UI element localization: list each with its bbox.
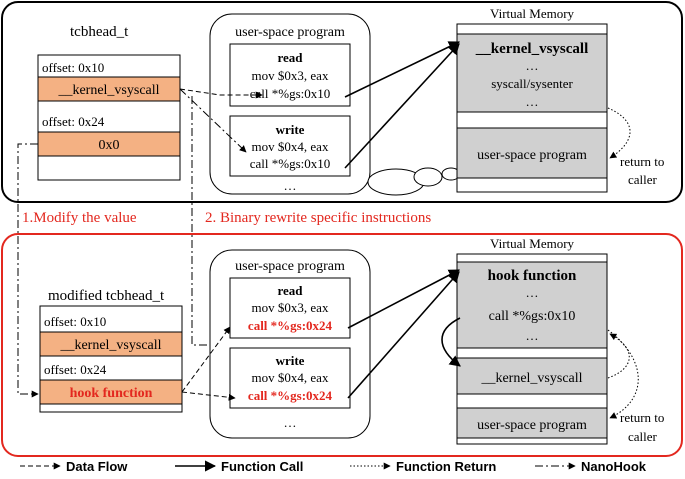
bottom-vm-call: call *%gs:0x10: [489, 309, 576, 324]
bottom-program-title: user-space program: [235, 259, 345, 274]
bottom-return-caller: [607, 329, 639, 419]
legend-function-call: Function Call: [221, 459, 303, 474]
bottom-call-write: [347, 271, 460, 399]
top-panel: [1, 1, 683, 203]
top-read-line1: mov $0x3, eax: [252, 68, 329, 83]
bottom-read-line2: call *%gs:0x24: [248, 318, 333, 333]
top-offset-2: offset: 0x24: [42, 114, 105, 129]
bottom-tcb-table: [39, 305, 183, 413]
step2-nanohook-arrow: [191, 96, 219, 349]
step1-nanohook-arrow: [17, 143, 39, 398]
top-call-read: [344, 41, 461, 98]
top-data-flow-read: [179, 88, 263, 99]
top-slot-value: 0x0: [99, 138, 120, 153]
bottom-offset-1: offset: 0x10: [44, 314, 106, 329]
step1-label: 1.Modify the value: [22, 210, 137, 226]
bottom-write-line2: call *%gs:0x24: [248, 388, 333, 403]
top-call-write: [344, 43, 460, 169]
bottom-slot-hook-function: hook function: [70, 386, 153, 401]
top-write-name: write: [276, 122, 305, 137]
top-tcb-title: tcbhead_t: [70, 24, 129, 40]
bottom-vm-program-label: user-space program: [477, 418, 587, 433]
top-write-line1: mov $0x4, eax: [252, 139, 329, 154]
top-vm-kernel-label: __kernel_vsyscall: [475, 41, 589, 57]
top-vm-dots-1: …: [526, 58, 539, 73]
bottom-read-name: read: [277, 283, 303, 298]
bottom-return-label-1: return to: [620, 410, 664, 425]
top-nanohook-write: [179, 88, 247, 153]
bottom-write-line1: mov $0x4, eax: [252, 370, 329, 385]
bottom-return-kernel: [607, 333, 630, 379]
top-return-label-1: return to: [620, 154, 664, 169]
top-offset-1: offset: 0x10: [42, 60, 104, 75]
bottom-write-name: write: [276, 353, 305, 368]
bottom-program-ellipsis: …: [284, 415, 297, 430]
top-tcb-table: [37, 54, 181, 181]
bottom-return-label-2: caller: [628, 429, 658, 444]
top-write-box: [229, 115, 351, 177]
bottom-slot-kernel-vsyscall: __kernel_vsyscall: [59, 338, 161, 353]
bottom-vm-hook-block: [456, 261, 608, 349]
top-vm-dots-2: …: [526, 94, 539, 109]
bottom-read-box: [229, 277, 351, 339]
bottom-vm-hook-label: hook function: [488, 268, 577, 284]
bottom-vm-dots-1: …: [526, 285, 539, 300]
bottom-offset-2: offset: 0x24: [44, 362, 107, 377]
top-read-line2: call *%gs:0x10: [250, 86, 331, 101]
top-read-box: [229, 43, 351, 107]
top-vm-title: Virtual Memory: [490, 6, 575, 21]
top-vm-program-block: [456, 127, 608, 179]
bottom-vm-kernel-block: [456, 357, 608, 395]
legend-nanohook: NanoHook: [581, 459, 647, 474]
top-vm-syscall: syscall/sysenter: [491, 76, 573, 91]
bottom-vm-title: Virtual Memory: [490, 236, 575, 251]
bottom-call-read: [347, 269, 460, 329]
bottom-data-flow-read: [181, 326, 231, 393]
top-program-ellipsis: …: [284, 178, 297, 193]
bottom-data-flow-write: [181, 391, 236, 401]
legend: Data Flow Function Call Function Return …: [20, 459, 647, 474]
top-read-name: read: [277, 50, 303, 65]
bottom-vm-kernel-label: __kernel_vsyscall: [480, 371, 582, 386]
bottom-arrows: [181, 269, 639, 419]
top-slot-kernel-vsyscall: __kernel_vsyscall: [57, 83, 159, 98]
bottom-read-line1: mov $0x3, eax: [252, 300, 329, 315]
legend-data-flow: Data Flow: [66, 459, 128, 474]
top-return-label-2: caller: [628, 172, 658, 187]
top-arrows: [179, 41, 631, 169]
bottom-tcb-title: modified tcbhead_t: [48, 288, 165, 304]
top-bubbles: [367, 167, 461, 196]
bottom-write-box: [229, 347, 351, 409]
bottom-call-kernel: [441, 317, 461, 367]
top-vm-program-label: user-space program: [477, 148, 587, 163]
bottom-panel: [1, 233, 683, 457]
legend-function-return: Function Return: [396, 459, 496, 474]
bottom-vm-dots-2: …: [526, 328, 539, 343]
top-write-line2: call *%gs:0x10: [250, 156, 331, 171]
top-return: [607, 107, 631, 159]
top-program-title: user-space program: [235, 25, 345, 40]
top-vm-kernel-block: [456, 33, 608, 113]
step2-label: 2. Binary rewrite specific instructions: [205, 210, 431, 226]
bottom-vm-program-block: [456, 407, 608, 439]
